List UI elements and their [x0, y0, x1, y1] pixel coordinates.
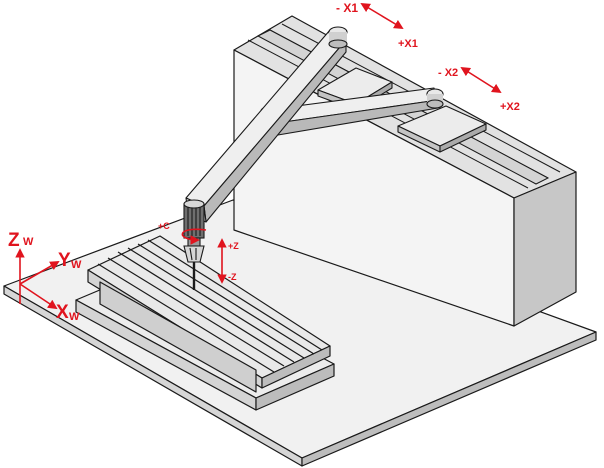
- x2-arrow: [460, 66, 502, 94]
- label-world-z-sub: W: [23, 236, 34, 248]
- label-z-plus: +Z: [228, 241, 239, 251]
- label-x1-minus: - X1: [336, 1, 358, 15]
- label-c-plus: +C: [158, 221, 170, 231]
- label-x2-minus: - X2: [438, 67, 458, 79]
- x1-arrow: [360, 3, 404, 29]
- label-world-x: X: [56, 302, 69, 323]
- label-z-minus: -Z: [228, 272, 237, 282]
- c-rotation-arrow: [181, 228, 207, 245]
- label-world-y: Y: [58, 250, 71, 271]
- label-world-x-sub: W: [69, 311, 80, 323]
- label-x2-plus: +X2: [500, 101, 520, 113]
- label-world-y-sub: W: [71, 259, 82, 271]
- label-x1-plus: +X1: [398, 38, 418, 50]
- world-x-arrow: [19, 283, 58, 310]
- world-y-arrow: [19, 261, 60, 285]
- machine-table: [75, 235, 335, 411]
- carriage-x2: [397, 105, 487, 153]
- axis-arrows: [15, 3, 502, 310]
- label-world-z: Z: [8, 230, 20, 251]
